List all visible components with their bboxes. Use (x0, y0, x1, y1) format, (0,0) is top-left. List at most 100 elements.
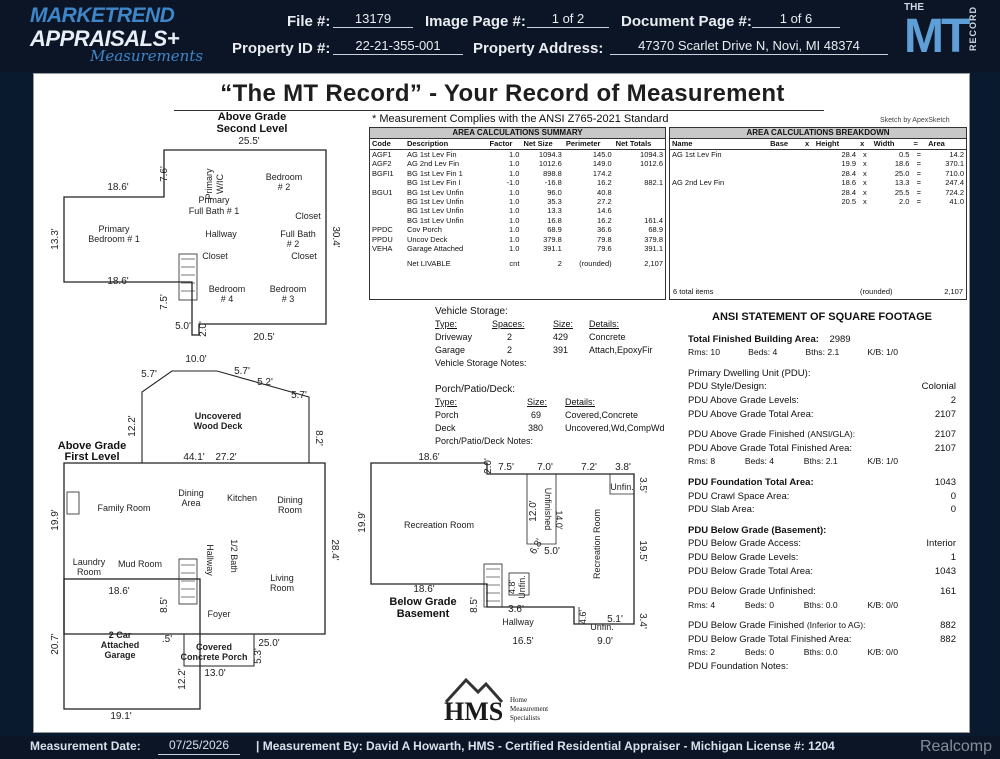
net-livable-row: Net LIVABLE cnt 2 (rounded) 2,107 (370, 259, 665, 268)
summary-cell (614, 188, 665, 197)
hms-line-2: Measurement (510, 705, 549, 713)
dim-b-b: 2.0' (483, 458, 494, 474)
pd-col-details: Details: (565, 397, 596, 407)
col-name: Name (670, 138, 769, 150)
breakdown-rounded: (rounded) (860, 287, 893, 296)
dim-1-o: .5' (162, 634, 172, 645)
dim-b-j: 6.8' (528, 537, 545, 556)
breakdown-cell (768, 169, 803, 178)
breakdown-cell (803, 159, 814, 168)
col-perimeter: Perimeter (563, 138, 614, 150)
area-summary-table: AREA CALCULATIONS SUMMARY Code Descripti… (369, 127, 666, 300)
ag-totfin-label: PDU Above Grade Total Finished Area: (688, 442, 853, 454)
room-primary-wic-2: W/IC (215, 174, 225, 194)
summary-cell: PPDU (372, 234, 393, 244)
dim-b-g: 3.5' (637, 477, 648, 493)
porch-deck-notes: Porch/Patio/Deck Notes: (435, 436, 534, 446)
first-level-stairs (178, 558, 198, 605)
breakdown-cell (670, 188, 768, 197)
second-level-outline (63, 149, 327, 336)
vs-col-size: Size: (553, 319, 574, 329)
realcomp-watermark: Realcomp (919, 738, 992, 755)
second-level-title-2: Second Level (217, 123, 288, 135)
dim-b-f: 3.8' (615, 462, 631, 473)
bg-unfin-value: 161 (940, 586, 956, 598)
mt-logo-mark: MT (904, 10, 970, 63)
summary-cell: PPDC (372, 225, 393, 235)
room-garage-3: Garage (104, 650, 135, 660)
summary-cell: 1.0 (509, 244, 520, 254)
dim-b-p: 5.1' (607, 614, 623, 625)
net-livable-total: 2,107 (644, 259, 663, 269)
property-address-label: Property Address: (473, 40, 604, 57)
dim-2-a: 7.6' (159, 166, 170, 182)
vehicle-storage-notes: Vehicle Storage Notes: (435, 358, 527, 368)
ag-total-label: PDU Above Grade Total Area: (688, 408, 814, 420)
dim-1-m: 8.5' (159, 597, 170, 613)
breakdown-cell: 247.4 (945, 178, 964, 188)
unfin-kb: K/B: 0/0 (867, 599, 898, 610)
fin-beds: Beds: 0 (744, 647, 775, 658)
ag-fin-suffix: (ANSI/GLA): (807, 429, 856, 440)
summary-cell: AG 1st Lev Fin (406, 150, 457, 159)
col-x1: x (803, 138, 814, 150)
pd-details: Covered,Concrete (565, 410, 639, 420)
summary-cell: 1.0 (509, 197, 520, 207)
garage-outline (63, 578, 201, 710)
summary-cell (370, 216, 405, 225)
room-porch: Covered (196, 642, 232, 652)
summary-cell: 1.0 (509, 150, 520, 159)
ag-totfin-value: 2107 (934, 442, 956, 454)
vehicle-storage: Vehicle Storage: Type: Spaces: Size: Det… (435, 305, 665, 370)
slab-value: 0 (950, 504, 956, 516)
second-level-stairs (178, 253, 198, 301)
basement-title-2: Basement (397, 608, 450, 620)
summary-cell: BG 1st Lev Fin 1 (406, 168, 463, 178)
room-garage-2: Attached (101, 640, 140, 650)
logo-line-1: MARKETREND (30, 4, 175, 27)
breakdown-cell: 0.5 (899, 150, 910, 159)
room-bedroom-4-num: # 4 (221, 294, 234, 304)
breakdown-cell: = (916, 159, 921, 169)
breakdown-cell (670, 169, 768, 178)
bg-fin-suffix: (Inferior to AG): (806, 620, 866, 631)
vs-col-details: Details: (589, 319, 620, 329)
vs-spaces: 2 (507, 332, 513, 342)
room-primary-bedroom: Primary (99, 224, 130, 234)
area-summary-title: AREA CALCULATIONS SUMMARY (370, 128, 665, 139)
net-livable-unit: cnt (509, 259, 520, 269)
unfin-beds: Beds: 0 (744, 599, 775, 610)
col-height: Height (813, 138, 859, 150)
summary-cell (370, 206, 405, 215)
col-area: Area (926, 138, 966, 150)
dim-b-o: 3.6' (508, 604, 524, 615)
porch-deck: Porch/Patio/Deck: Type: Size: Details: P… (435, 383, 675, 448)
breakdown-cell (803, 178, 814, 187)
room-kitchen: Kitchen (227, 493, 257, 503)
breakdown-cell: 20.5 (841, 197, 857, 207)
floor-plans: Above Grade Second Level Above Grade Fir… (50, 111, 648, 722)
summary-cell (614, 169, 665, 178)
summary-cell: 1094.3 (538, 150, 562, 159)
dim-1-b: 5.7' (141, 369, 157, 380)
summary-cell: 35.3 (547, 197, 562, 207)
image-page-value: 1 of 2 (527, 11, 609, 28)
dim-2-d: 18.6' (107, 276, 128, 287)
breakdown-total: 2,107 (944, 287, 963, 296)
breakdown-cell: 710.0 (945, 168, 964, 178)
document-page-value: 1 of 6 (752, 11, 840, 28)
col-x2: x (858, 138, 872, 150)
first-level-title-2: First Level (64, 451, 119, 463)
dim-1-q: 5.3' (253, 648, 264, 664)
total-beds: Beds: 4 (748, 347, 778, 358)
room-closet-c: Closet (291, 251, 317, 261)
breakdown-cell: x (862, 197, 867, 207)
room-laundry: Laundry (73, 557, 106, 567)
summary-cell: 13.3 (547, 206, 562, 216)
